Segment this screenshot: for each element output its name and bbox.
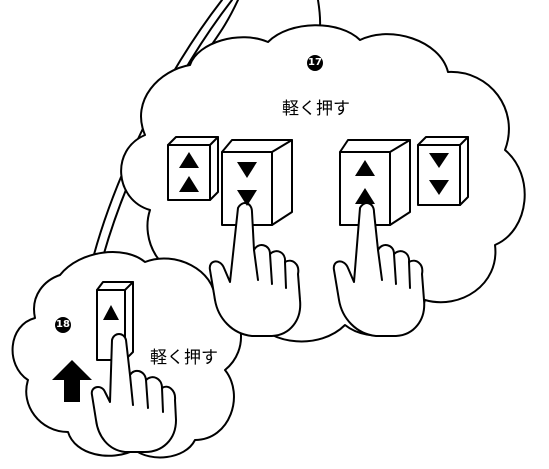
down-triangle-icon <box>429 153 449 168</box>
button-down-pressed <box>221 139 293 226</box>
large-cloud-outline <box>120 24 526 343</box>
step-instruction-label: 軽く押す <box>282 99 350 119</box>
button-up-pressed <box>339 139 411 226</box>
down-triangle-icon <box>237 162 257 178</box>
up-triangle-icon <box>179 176 199 192</box>
down-triangle-icon <box>429 180 449 195</box>
step-number-badge: 18 <box>55 317 71 333</box>
step-number-badge: 17 <box>307 55 323 71</box>
step-instruction-label: 軽く押す <box>150 348 218 368</box>
hand-left <box>208 202 302 337</box>
leader-line-long-2 <box>91 0 223 263</box>
up-triangle-icon <box>355 160 375 176</box>
up-triangle-icon <box>103 305 119 320</box>
up-arrow-icon <box>52 360 92 402</box>
down-triangle-icon <box>237 190 257 206</box>
hand-small <box>90 333 177 453</box>
button-down-right <box>417 136 469 206</box>
hand-right <box>332 202 426 337</box>
up-triangle-icon <box>355 188 375 204</box>
button-up-left <box>167 136 219 201</box>
up-triangle-icon <box>179 152 199 168</box>
